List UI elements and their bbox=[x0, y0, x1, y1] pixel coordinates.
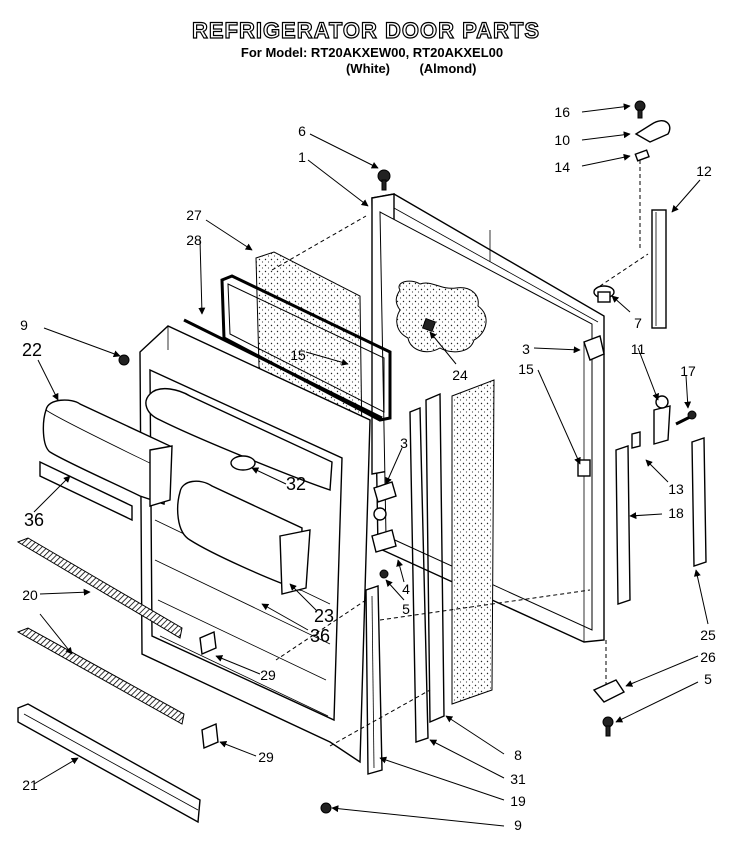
callout-28: 28 bbox=[186, 232, 202, 248]
callout-3-middle: 3 bbox=[400, 435, 408, 451]
foam-strip-8 bbox=[425, 379, 495, 724]
callout-12: 12 bbox=[696, 163, 712, 179]
callout-29-upper: 29 bbox=[260, 667, 276, 683]
callout-6: 6 bbox=[298, 123, 306, 139]
callout-15-left: 15 bbox=[290, 347, 306, 363]
hinge-bracket-3-right bbox=[583, 335, 605, 361]
callout-11: 11 bbox=[631, 341, 646, 357]
washer-13 bbox=[631, 431, 641, 449]
screw-9-lower bbox=[320, 802, 332, 814]
shelf-bin-22 bbox=[39, 399, 173, 522]
leader-lines bbox=[33, 103, 709, 827]
clip-29-lower bbox=[201, 722, 219, 750]
callout-36-middle: 36 bbox=[310, 626, 330, 646]
callout-22: 22 bbox=[22, 340, 42, 360]
gasket-31 bbox=[409, 406, 429, 743]
callout-27: 27 bbox=[186, 207, 202, 223]
callout-14: 14 bbox=[554, 159, 570, 175]
callout-19: 19 bbox=[510, 793, 526, 809]
callout-numbers: 16 10 14 12 6 1 27 28 7 9 22 15 24 3 15 … bbox=[20, 104, 716, 833]
patch-clip bbox=[421, 317, 437, 333]
bottom-hinge-26 bbox=[592, 679, 626, 703]
callout-32: 32 bbox=[286, 474, 306, 494]
callout-4: 4 bbox=[402, 581, 410, 597]
callout-8: 8 bbox=[514, 747, 522, 763]
hinge-pin-cover-12 bbox=[651, 209, 667, 329]
callout-9-upper: 9 bbox=[20, 317, 28, 333]
diagram-title: REFRIGERATOR DOOR PARTS bbox=[192, 18, 540, 43]
shelf-bin-23 bbox=[177, 480, 311, 595]
hinge-bracket-10 bbox=[634, 120, 671, 143]
insulation-patch bbox=[395, 280, 487, 353]
callout-26: 26 bbox=[700, 649, 716, 665]
callout-5-middle: 5 bbox=[402, 601, 410, 617]
door-stop-7 bbox=[593, 285, 615, 303]
callout-9-lower: 9 bbox=[514, 817, 522, 833]
bottom-trim-21 bbox=[17, 703, 201, 824]
screw-6 bbox=[377, 169, 391, 191]
bracket-15-right bbox=[577, 459, 591, 477]
assembly-dash-lines bbox=[271, 215, 591, 747]
screw-5-bottom bbox=[602, 716, 614, 737]
screw-17 bbox=[675, 410, 697, 426]
callout-7: 7 bbox=[634, 315, 642, 331]
callout-31: 31 bbox=[510, 771, 526, 787]
callout-29-lower: 29 bbox=[258, 749, 274, 765]
door-closer-cam-11 bbox=[653, 395, 671, 445]
hinge-strip-19 bbox=[365, 585, 383, 775]
callout-10: 10 bbox=[554, 132, 570, 148]
callout-5-bottom: 5 bbox=[704, 671, 712, 687]
screw-4 bbox=[379, 569, 389, 579]
callout-16: 16 bbox=[554, 104, 570, 120]
callout-20: 20 bbox=[22, 587, 38, 603]
door-shelf-32 bbox=[145, 387, 333, 491]
callout-25: 25 bbox=[700, 627, 716, 643]
trim-strip-18 bbox=[615, 445, 631, 605]
callout-15-right: 15 bbox=[518, 361, 534, 377]
clip-29-upper bbox=[199, 630, 217, 656]
shelf-rail-lower bbox=[16, 627, 185, 725]
middle-hinge-bracket bbox=[371, 529, 397, 553]
callout-17: 17 bbox=[680, 363, 696, 379]
color-almond-label: (Almond) bbox=[419, 61, 476, 76]
screw-9-upper bbox=[118, 354, 130, 366]
callout-3-right: 3 bbox=[522, 341, 530, 357]
color-white-label: (White) bbox=[346, 61, 390, 76]
hinge-shim-14 bbox=[634, 149, 650, 162]
callout-23: 23 bbox=[314, 606, 334, 626]
callout-21: 21 bbox=[22, 777, 38, 793]
callout-18: 18 bbox=[668, 505, 684, 521]
callout-1: 1 bbox=[298, 149, 306, 165]
callout-13: 13 bbox=[668, 481, 684, 497]
dash-hinge-1 bbox=[593, 253, 649, 291]
gasket-frame bbox=[183, 274, 392, 422]
shelf-rail-upper bbox=[16, 537, 183, 639]
callout-36-left: 36 bbox=[24, 510, 44, 530]
model-line: For Model: RT20AKXEW00, RT20AKXEL00 bbox=[241, 45, 503, 60]
hinge-screw-16 bbox=[634, 100, 646, 119]
hinge-trim-25 bbox=[691, 437, 707, 567]
callout-24: 24 bbox=[452, 367, 468, 383]
